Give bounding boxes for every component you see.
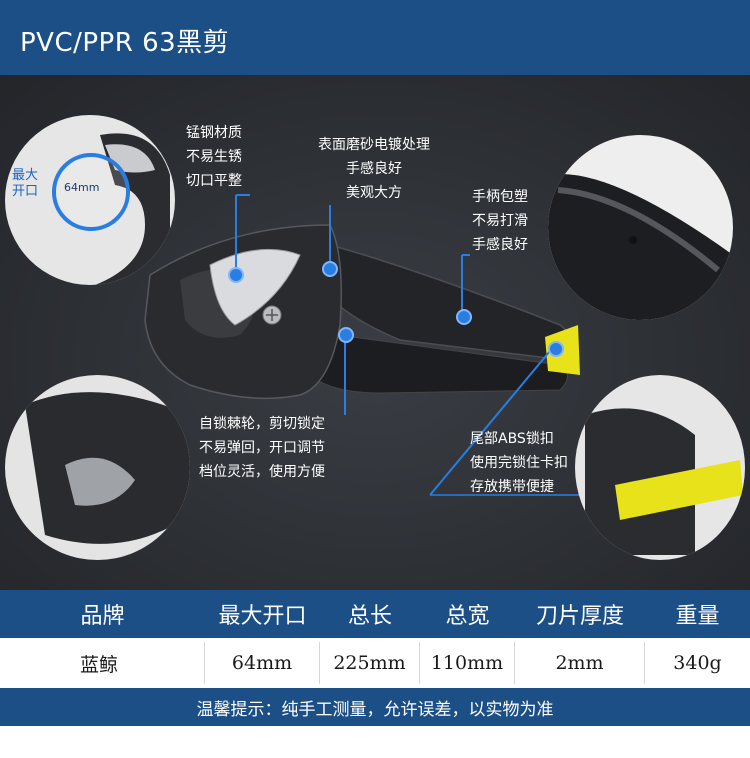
spec-header-row: 品牌 最大开口 总长 总宽 刀片厚度 重量 <box>0 590 750 638</box>
spec-value-width: 110mm <box>420 642 515 684</box>
spec-table: 品牌 最大开口 总长 总宽 刀片厚度 重量 蓝鲸 64mm 225mm 110m… <box>0 590 750 758</box>
callout-blade: 锰钢材质 不易生锈 切口平整 <box>186 125 242 189</box>
spec-header-length: 总长 <box>347 604 392 629</box>
measurement-note: 温馨提示：纯手工测量，允许误差，以实物为准 <box>196 699 554 720</box>
spec-value-brand: 蓝鲸 <box>0 642 205 684</box>
spec-value-blade-thickness: 2mm <box>515 642 645 684</box>
callout-surface: 表面磨砂电镀处理 手感良好 美观大方 <box>318 137 430 201</box>
spec-header-brand: 品牌 <box>80 604 125 629</box>
spec-value-max-opening: 64mm <box>205 642 320 684</box>
page-title: PVC/PPR 63黑剪 <box>20 28 230 58</box>
callout-handle: 手柄包塑 不易打滑 手感良好 <box>472 189 528 253</box>
callout-dot-ratchet <box>338 327 354 343</box>
callout-dot-surface <box>322 261 338 277</box>
product-stage: 64mm 最大 开口 锰钢材质 不易生锈 切口平整 表面磨砂电镀处理 手感良好 <box>0 75 750 590</box>
spec-header-width: 总宽 <box>445 604 490 629</box>
callout-dot-blade <box>228 267 244 283</box>
callout-ratchet: 自锁棘轮，剪切锁定 不易弹回，开口调节 档位灵活，使用方便 <box>199 416 325 480</box>
opening-size-label: 64mm <box>64 181 100 194</box>
title-bar: PVC/PPR 63黑剪 <box>0 0 750 78</box>
spec-header-max-opening: 最大开口 <box>218 604 307 629</box>
handle-detail-circle <box>548 135 733 320</box>
callout-dot-handle <box>456 309 472 325</box>
spec-header-weight: 重量 <box>675 604 720 629</box>
ratchet-detail-circle <box>5 375 190 560</box>
spec-value-row: 蓝鲸 64mm 225mm 110mm 2mm 340g <box>0 642 750 684</box>
measurement-note-row: 温馨提示：纯手工测量，允许误差，以实物为准 <box>0 688 750 726</box>
opening-ring <box>52 153 130 231</box>
pipe-cutter-image <box>144 194 600 496</box>
callout-lock: 尾部ABS锁扣 使用完锁住卡扣 存放携带便捷 <box>470 431 568 495</box>
spec-value-weight: 340g <box>673 652 722 674</box>
lock-detail-circle <box>575 375 745 560</box>
max-opening-label: 最大 开口 <box>12 168 39 199</box>
spec-value-length: 225mm <box>320 642 420 684</box>
spec-header-blade-thickness: 刀片厚度 <box>535 604 624 629</box>
callout-dot-lock <box>548 341 564 357</box>
